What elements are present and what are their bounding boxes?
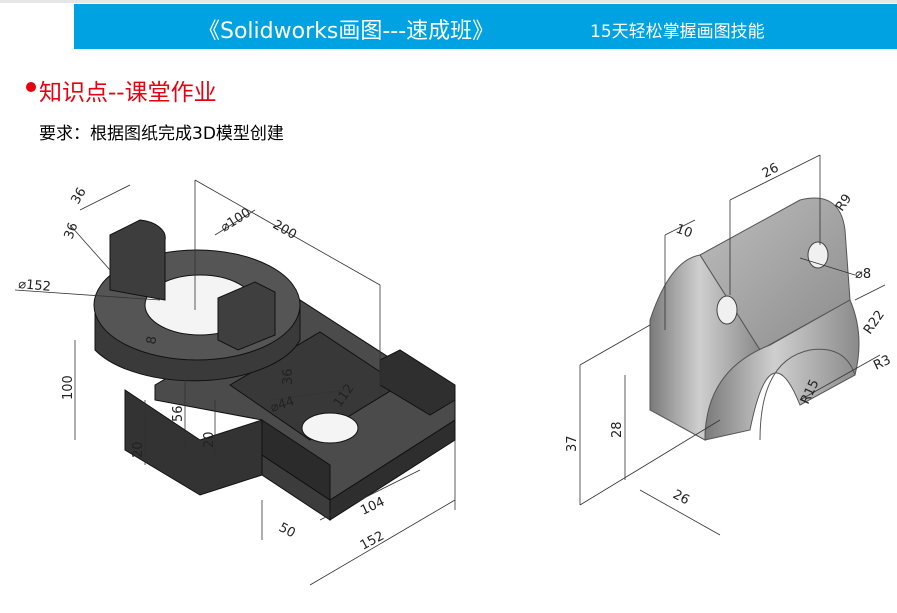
- dim-56: 56: [171, 405, 186, 422]
- dim-20-left: 20: [131, 441, 146, 458]
- title-banner: 《Solidworks画图---速成班》 15天轻松掌握画图技能: [74, 4, 897, 49]
- dim-r22: R22: [861, 308, 888, 338]
- left-part-model: [93, 219, 456, 521]
- dim-10: 10: [674, 222, 695, 242]
- dim-26-top: 26: [760, 161, 782, 182]
- right-dimension-lines: [579, 154, 886, 536]
- dim-20-right: 20: [202, 431, 217, 448]
- dim-r3: R3: [871, 353, 893, 374]
- dim-36-side: 36: [62, 221, 82, 242]
- dim-200: 200: [270, 217, 299, 242]
- dim-8: 8: [144, 335, 160, 346]
- dim-36-top: 36: [68, 185, 89, 207]
- bullet-dot: [26, 82, 36, 92]
- dim-37: 37: [565, 435, 580, 452]
- left-dimension-lines: [14, 179, 456, 586]
- course-subtitle: 15天轻松掌握画图技能: [590, 22, 765, 42]
- requirement-text: 要求：根据图纸完成3D模型创建: [39, 124, 284, 144]
- dim-dia-8: ⌀8: [855, 267, 871, 282]
- dim-dia-152: ⌀152: [18, 277, 52, 295]
- dim-28: 28: [610, 421, 625, 438]
- dim-100: 100: [61, 375, 76, 400]
- dim-36-pocket: 36: [281, 368, 296, 385]
- dim-dia-44: ⌀44: [269, 394, 297, 416]
- course-title: 《Solidworks画图---速成班》: [198, 19, 495, 44]
- section-heading: 知识点--课堂作业: [39, 80, 217, 106]
- dim-dia-100: ⌀100: [218, 205, 254, 235]
- dim-26-bottom: 26: [670, 487, 692, 508]
- dim-152: 152: [358, 529, 387, 554]
- dim-50: 50: [276, 520, 298, 541]
- right-part-model: [649, 197, 860, 441]
- top-rule: [0, 0, 897, 3]
